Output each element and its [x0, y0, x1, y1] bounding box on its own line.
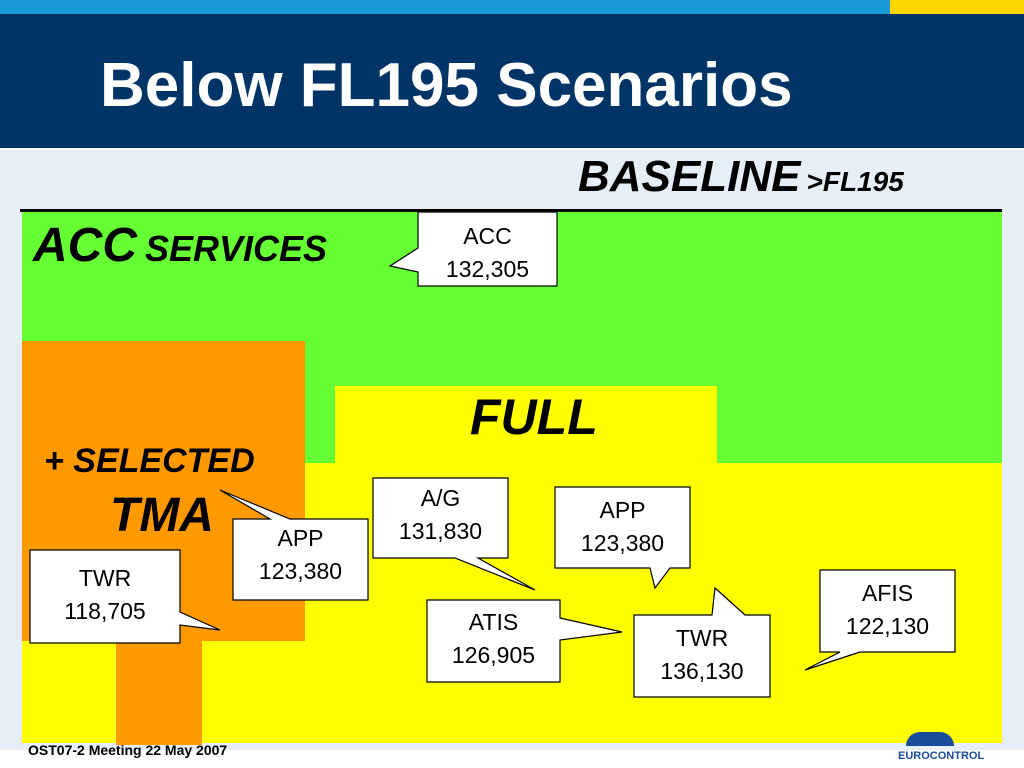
callout-ag-label: A/G [420, 485, 461, 511]
callout-twr-right-label: TWR [675, 625, 729, 651]
callout-ag-shape [372, 477, 536, 591]
callout-ag: A/G 131,830 [373, 482, 508, 548]
callout-afis-label: AFIS [861, 580, 914, 606]
slide-title: Below FL195 Scenarios [100, 51, 793, 120]
callout-app-right-freq: 123,380 [580, 530, 665, 556]
callout-twr-left: TWR 118,705 [30, 562, 180, 628]
callout-acc-freq: 132,305 [445, 256, 530, 282]
callout-afis: AFIS 122,130 [820, 577, 955, 643]
callout-twr-right: TWR 136,130 [634, 622, 770, 688]
tma-region-stem [116, 641, 202, 745]
callout-atis: ATIS 126,905 [427, 606, 560, 672]
callout-acc-shape [388, 211, 558, 287]
eurocontrol-logo-text: EUROCONTROL [898, 750, 985, 762]
callout-app-left-freq: 123,380 [258, 558, 343, 584]
callout-atis-label: ATIS [468, 609, 519, 635]
title-bar: Below FL195 Scenarios [0, 14, 1024, 148]
callout-acc-label: ACC [463, 223, 512, 249]
header-top-stripe [0, 0, 890, 14]
header-accent-stripe [890, 0, 1024, 14]
callout-app-left-label: APP [277, 525, 324, 551]
callout-app-left-shape [219, 489, 369, 601]
callout-app-left: APP 123,380 [233, 522, 368, 588]
baseline-sub-text: >FL195 [806, 166, 904, 197]
callout-twr-left-freq: 118,705 [64, 598, 146, 624]
full-label: FULL [470, 389, 598, 445]
eurocontrol-logo-icon [906, 732, 954, 746]
callout-acc: ACC 132,305 [418, 220, 557, 286]
baseline-main-text: BASELINE [578, 152, 801, 201]
callout-app-right-label: APP [599, 497, 646, 523]
baseline-label: BASELINE>FL195 [578, 152, 904, 202]
acc-label-main: ACC [33, 219, 137, 272]
callout-twr-right-shape [633, 586, 771, 698]
callout-atis-freq: 126,905 [451, 642, 536, 668]
callout-ag-freq: 131,830 [398, 518, 483, 544]
callout-atis-shape [426, 599, 623, 683]
selected-label: + SELECTED [44, 442, 255, 480]
callout-twr-left-label: TWR [78, 565, 132, 591]
callout-twr-right-freq: 136,130 [660, 658, 744, 684]
callout-twr-left-shape [29, 549, 221, 644]
callout-app-right-shape [554, 486, 691, 590]
baseline-divider [20, 209, 1002, 212]
callout-afis-shape [804, 569, 956, 671]
callout-afis-freq: 122,130 [845, 613, 930, 639]
footer-meeting-info: OST07-2 Meeting 22 May 2007 [28, 742, 228, 758]
acc-label-sub: SERVICES [145, 228, 328, 269]
callout-app-right: APP 123,380 [555, 494, 690, 560]
tma-label: TMA [110, 489, 214, 542]
